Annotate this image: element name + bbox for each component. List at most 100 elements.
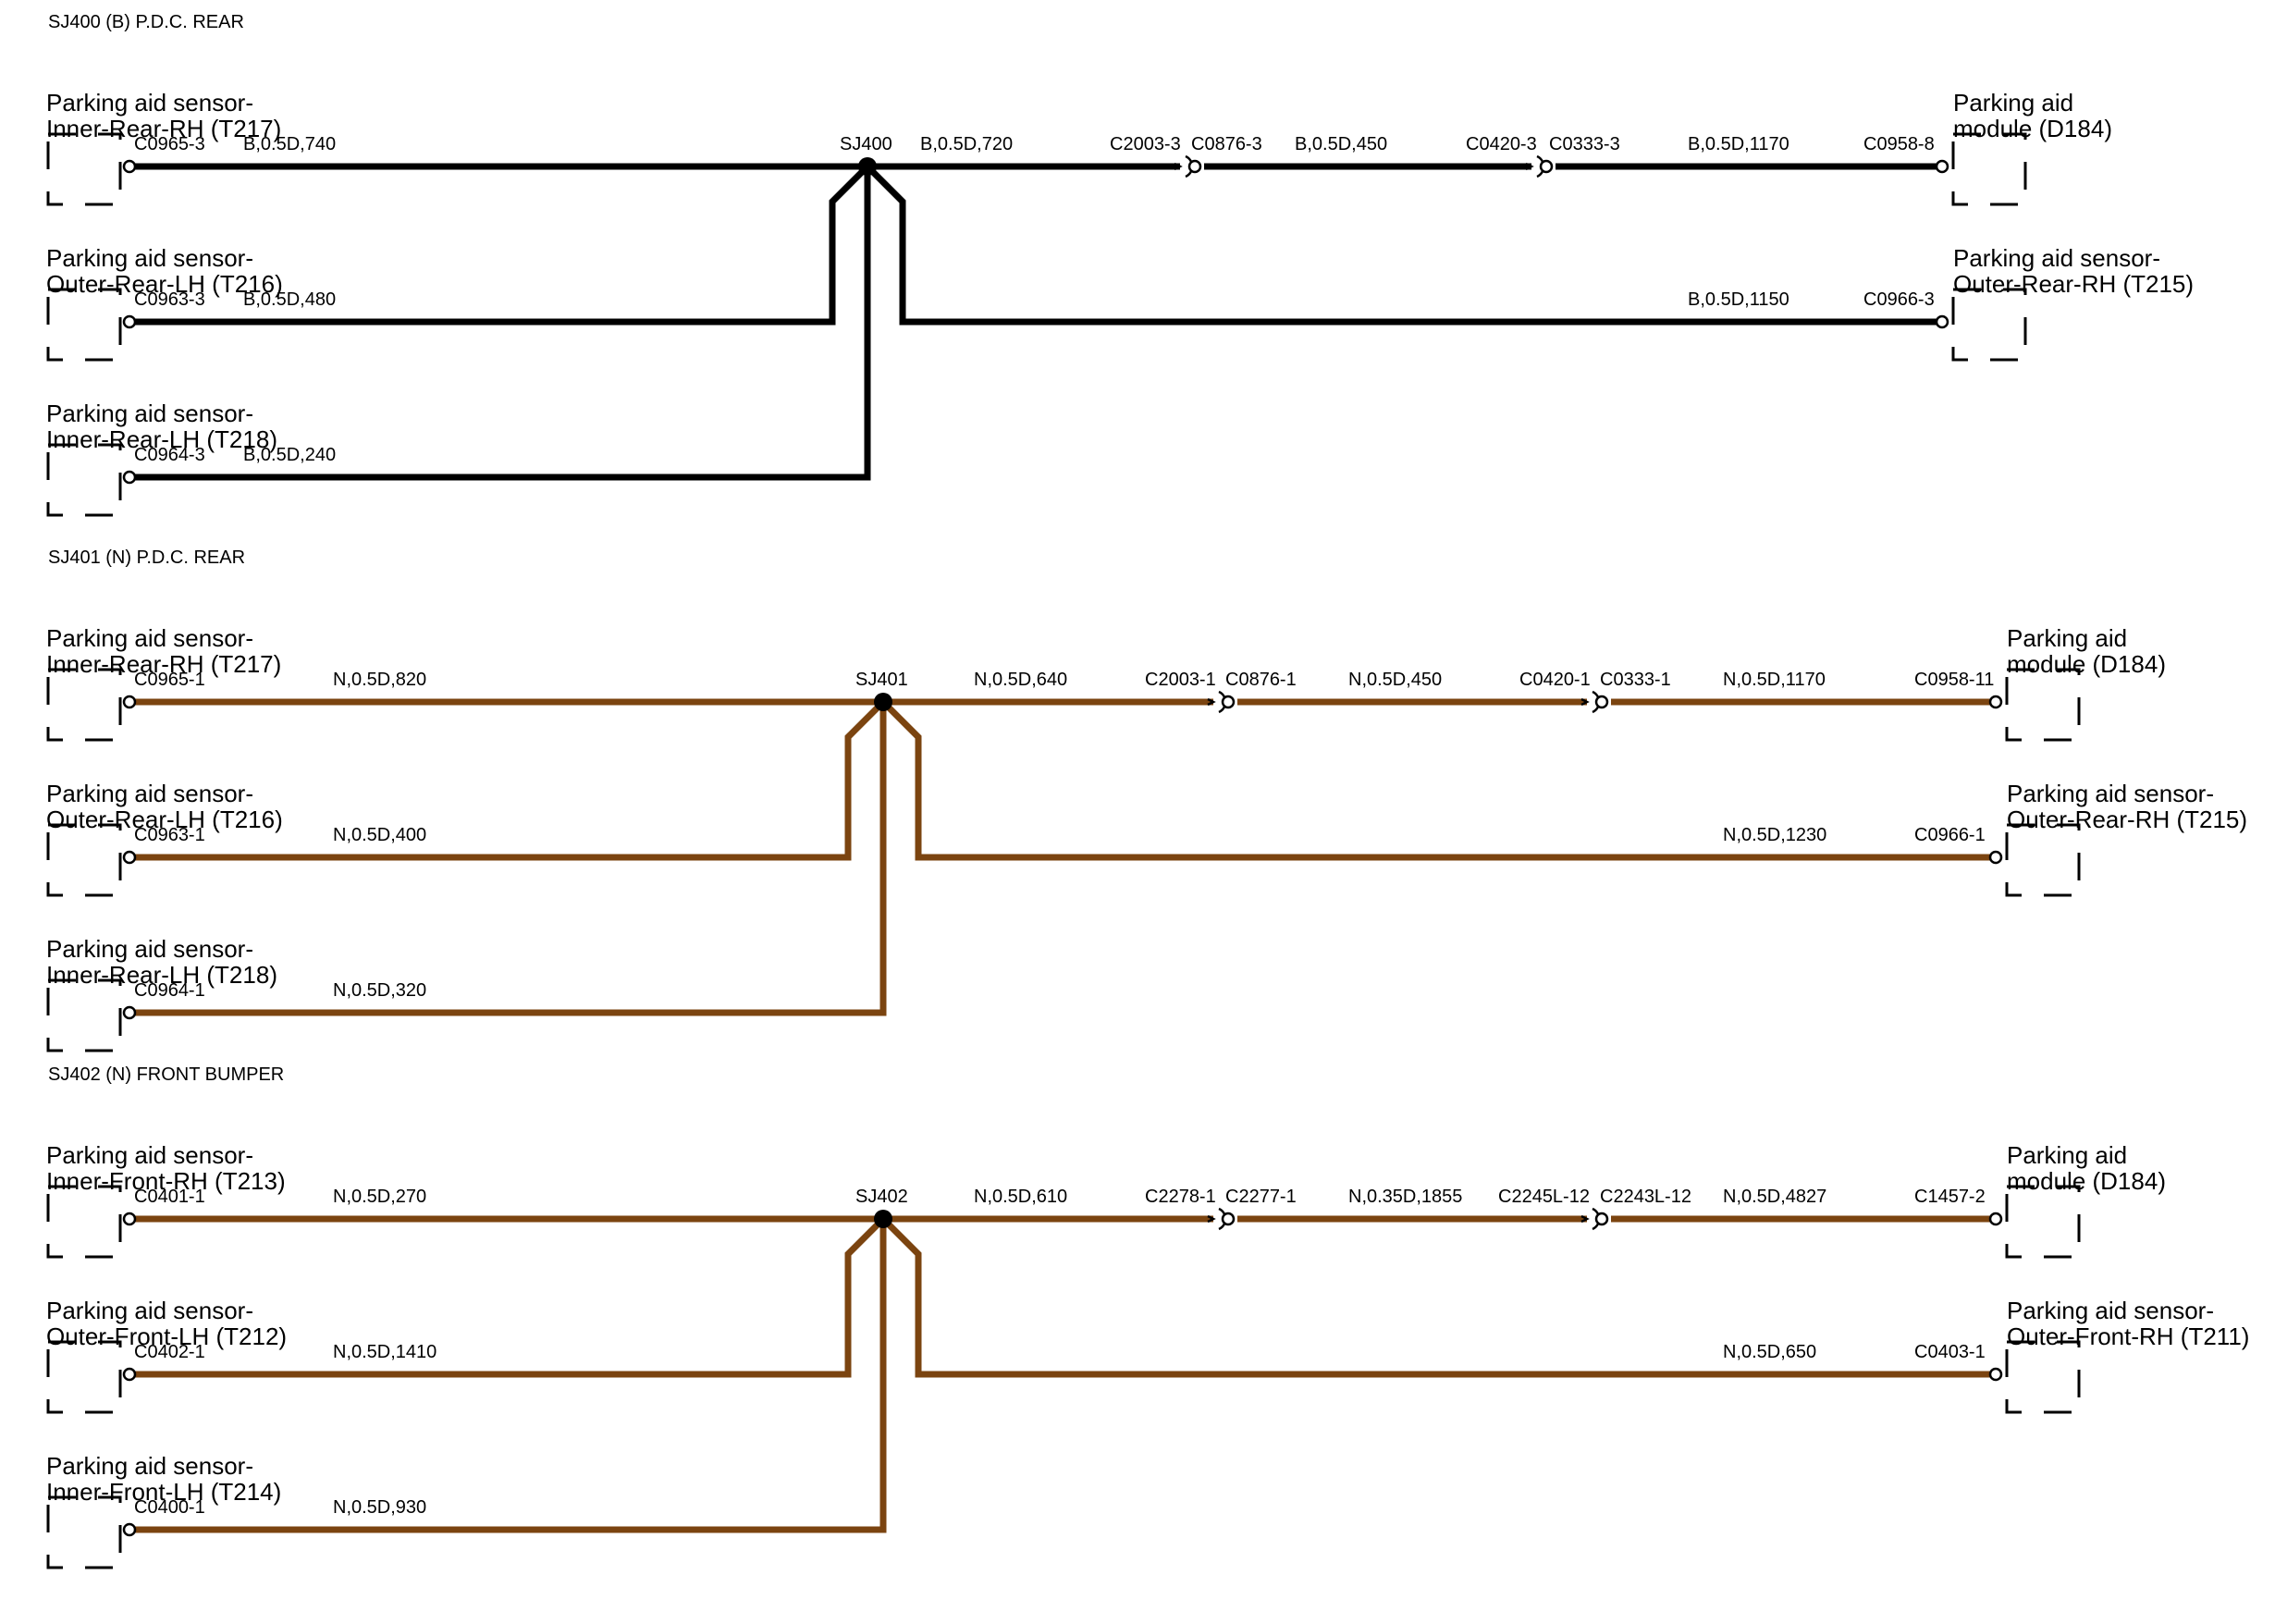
splice-dot bbox=[874, 1210, 892, 1228]
left-connector-box[interactable] bbox=[46, 288, 122, 362]
splice-dot bbox=[858, 157, 877, 176]
inline-connector-1 bbox=[1207, 1207, 1236, 1231]
wire-label: N,0.35D,1855 bbox=[1348, 1187, 1462, 1207]
splice-label: SJ401 bbox=[855, 670, 908, 690]
section-sj402: SJ402 (N) FRONT BUMPER Parking aid sensor… bbox=[46, 1064, 2249, 1569]
pin-terminal bbox=[122, 850, 137, 865]
inline-connector-2 bbox=[1580, 690, 1609, 714]
pin-terminal bbox=[122, 159, 137, 174]
wire-label: N,0.5D,4827 bbox=[1723, 1187, 1826, 1207]
connector-label-line2: Inner-Front-LH (T214) bbox=[46, 1478, 281, 1506]
connector-label-line1: Parking aid bbox=[1953, 89, 2073, 117]
connector-label-line1: Parking aid sensor- bbox=[2007, 780, 2214, 807]
wire-label: N,0.5D,1230 bbox=[1723, 825, 1826, 845]
pin-terminal bbox=[122, 1367, 137, 1382]
pin-label: C0966-3 bbox=[1863, 289, 1935, 310]
inline-connector-label: C0420-1 bbox=[1519, 670, 1591, 690]
splice-label: SJ402 bbox=[855, 1187, 908, 1207]
pin-terminal bbox=[122, 1005, 137, 1020]
left-connector-box[interactable] bbox=[46, 132, 122, 206]
connector-label-line2: module (D184) bbox=[2007, 650, 2166, 678]
section-title: SJ400 (B) P.D.C. REAR bbox=[48, 12, 244, 32]
pin-terminal bbox=[1935, 159, 1949, 174]
inline-connector-label: C0333-3 bbox=[1549, 134, 1620, 154]
wire-left-2 bbox=[129, 1219, 887, 1533]
pin-terminal bbox=[1988, 1367, 2003, 1382]
left-connector-box[interactable] bbox=[46, 1495, 122, 1569]
inline-connector-2 bbox=[1525, 154, 1554, 178]
pin-label: C0401-1 bbox=[134, 1187, 205, 1207]
section-title: SJ401 (N) P.D.C. REAR bbox=[48, 547, 245, 568]
connector-label-line1: Parking aid sensor- bbox=[46, 624, 253, 652]
left-connector-box[interactable] bbox=[46, 978, 122, 1052]
section-sj401: SJ401 (N) P.D.C. REAR Parking aid sensor-… bbox=[46, 547, 2247, 1052]
wire-label: N,0.5D,450 bbox=[1348, 670, 1442, 690]
wire-label: N,0.5D,610 bbox=[974, 1187, 1067, 1207]
left-connector-box[interactable] bbox=[46, 443, 122, 517]
left-connector-box[interactable] bbox=[46, 668, 122, 742]
right-connector-box[interactable] bbox=[2005, 1340, 2081, 1414]
connector-label-line1: Parking aid bbox=[2007, 1141, 2127, 1169]
wire-right-1 bbox=[865, 164, 1942, 326]
left-connector-box[interactable] bbox=[46, 823, 122, 897]
connector-label-line2: module (D184) bbox=[2007, 1167, 2166, 1195]
wire-left-1 bbox=[129, 1216, 886, 1378]
connector-label-line1: Parking aid sensor- bbox=[46, 935, 253, 963]
pin-label: C0402-1 bbox=[134, 1342, 205, 1362]
left-connector-box[interactable] bbox=[46, 1185, 122, 1259]
pin-label: C0963-1 bbox=[134, 825, 205, 845]
inline-connector-label: C0876-1 bbox=[1225, 670, 1297, 690]
inline-connector-label: C2003-3 bbox=[1110, 134, 1181, 154]
right-connector-box[interactable] bbox=[1951, 132, 2027, 206]
pin-label: C0958-11 bbox=[1914, 670, 1994, 690]
pin-label: C0965-1 bbox=[134, 670, 205, 690]
splice-dot bbox=[874, 693, 892, 711]
inline-connector-label: C0876-3 bbox=[1191, 134, 1262, 154]
pin-label: C0964-1 bbox=[134, 980, 205, 1001]
pin-terminal bbox=[122, 1522, 137, 1537]
wire-left-1 bbox=[129, 164, 870, 326]
wire-label: N,0.5D,1410 bbox=[333, 1342, 437, 1362]
inline-connector-label: C0420-3 bbox=[1466, 134, 1537, 154]
inline-connector-1 bbox=[1174, 154, 1202, 178]
connector-label-line1: Parking aid sensor- bbox=[46, 244, 253, 272]
wire-label: N,0.5D,320 bbox=[333, 980, 426, 1001]
wire-label: N,0.5D,400 bbox=[333, 825, 426, 845]
inline-connector-label: C2278-1 bbox=[1145, 1187, 1216, 1207]
splice-label: SJ400 bbox=[840, 134, 892, 154]
connector-label-line2: Inner-Rear-LH (T218) bbox=[46, 961, 277, 989]
pin-label: C0964-3 bbox=[134, 445, 205, 465]
wire-label: N,0.5D,650 bbox=[1723, 1342, 1816, 1362]
wire-label: B,0.5D,740 bbox=[243, 134, 336, 154]
wire-label: N,0.5D,930 bbox=[333, 1497, 426, 1518]
wire-right-1 bbox=[880, 699, 1996, 861]
connector-label-line1: Parking aid sensor- bbox=[46, 1141, 253, 1169]
connector-label-line2: Outer-Rear-LH (T216) bbox=[46, 806, 283, 833]
connector-label-line1: Parking aid sensor- bbox=[1953, 244, 2160, 272]
wire-left-1 bbox=[129, 699, 886, 861]
section-sj400: SJ400 (B) P.D.C. REAR Parking aid sensor-… bbox=[46, 12, 2194, 517]
right-connector-box[interactable] bbox=[2005, 1185, 2081, 1259]
pin-terminal bbox=[1988, 850, 2003, 865]
connector-label-line2: Inner-Rear-RH (T217) bbox=[46, 650, 281, 678]
pin-label: C0400-1 bbox=[134, 1497, 205, 1518]
pin-terminal bbox=[1988, 695, 2003, 709]
connector-label-line2: Outer-Rear-LH (T216) bbox=[46, 270, 283, 298]
connector-label-line1: Parking aid sensor- bbox=[46, 1297, 253, 1324]
left-connector-box[interactable] bbox=[46, 1340, 122, 1414]
wire-left-2 bbox=[129, 166, 871, 481]
pin-terminal bbox=[122, 1212, 137, 1226]
wire-label: N,0.5D,1170 bbox=[1723, 670, 1826, 690]
connector-label-line2: Outer-Front-RH (T211) bbox=[2007, 1323, 2249, 1350]
section-title: SJ402 (N) FRONT BUMPER bbox=[48, 1064, 284, 1085]
wire-left-2 bbox=[129, 702, 887, 1016]
right-connector-box[interactable] bbox=[2005, 823, 2081, 897]
pin-terminal bbox=[122, 470, 137, 485]
wire-label: B,0.5D,1150 bbox=[1688, 289, 1789, 310]
right-connector-box[interactable] bbox=[2005, 668, 2081, 742]
right-connector-box[interactable] bbox=[1951, 288, 2027, 362]
pin-label: C0958-8 bbox=[1863, 134, 1935, 154]
inline-connector-label: C2243L-12 bbox=[1600, 1187, 1691, 1207]
pin-label: C1457-2 bbox=[1914, 1187, 1986, 1207]
wire-label: B,0.5D,480 bbox=[243, 289, 336, 310]
